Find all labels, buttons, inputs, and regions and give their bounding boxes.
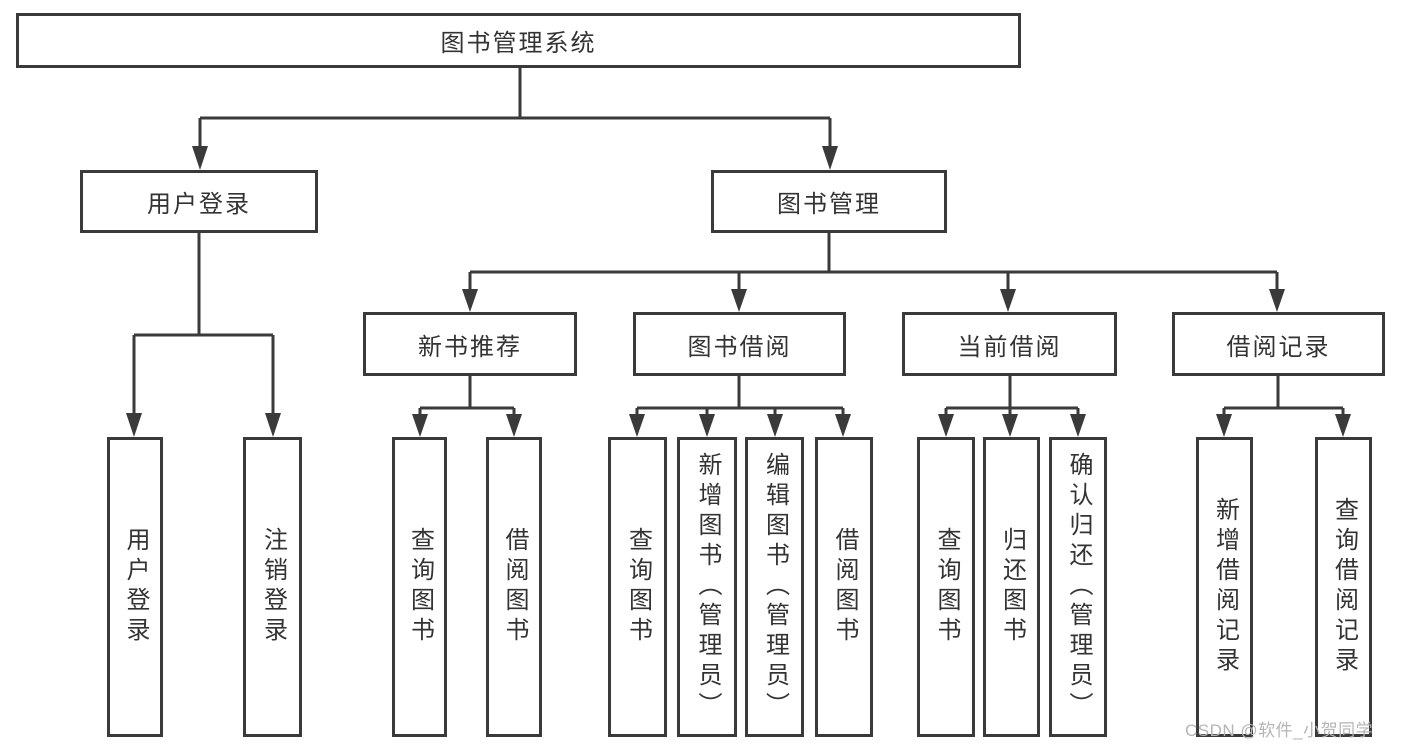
node-new-book-recommend: 新书推荐	[363, 312, 577, 376]
leaf-add-books-admin: 新增图书（管理员）	[677, 437, 737, 737]
csdn-watermark: CSDN @软件_小贺同学	[1185, 721, 1374, 740]
node-borrow-record: 借阅记录	[1172, 312, 1385, 376]
leaf-user-login: 用户登录	[107, 437, 163, 737]
leaf-confirm-return-admin: 确认归还（管理员）	[1049, 437, 1107, 737]
leaf-add-borrow-record: 新增借阅记录	[1196, 437, 1253, 737]
leaf-edit-books-admin: 编辑图书（管理员）	[745, 437, 804, 737]
leaf-borrow-books-recommend: 借阅图书	[486, 437, 542, 737]
leaf-query-borrow-record-label: 查询借阅记录	[1330, 497, 1358, 677]
node-current-borrow: 当前借阅	[902, 312, 1117, 376]
leaf-query-books-recommend-label: 查询图书	[406, 527, 434, 647]
leaf-query-books-current-label: 查询图书	[933, 527, 960, 647]
leaf-edit-books-admin-label: 编辑图书（管理员）	[761, 452, 789, 722]
leaf-query-books-borrow: 查询图书	[608, 437, 667, 737]
leaf-query-books-recommend: 查询图书	[392, 437, 447, 737]
leaf-query-borrow-record: 查询借阅记录	[1315, 437, 1372, 737]
node-user-login-label: 用户登录	[147, 191, 251, 218]
leaf-query-books-current: 查询图书	[917, 437, 975, 737]
leaf-user-login-label: 用户登录	[122, 527, 149, 647]
leaf-confirm-return-admin-label: 确认归还（管理员）	[1065, 452, 1092, 722]
leaf-logout-label: 注销登录	[259, 527, 287, 647]
node-current-borrow-label: 当前借阅	[957, 333, 1062, 361]
node-borrow-record-label: 借阅记录	[1226, 333, 1331, 361]
leaf-return-books: 归还图书	[983, 437, 1040, 737]
leaf-return-books-label: 归还图书	[998, 527, 1026, 647]
leaf-logout: 注销登录	[243, 437, 302, 737]
leaf-borrow-books: 借阅图书	[815, 437, 873, 737]
node-book-management-label: 图书管理	[777, 191, 881, 218]
leaf-add-borrow-record-label: 新增借阅记录	[1211, 497, 1239, 677]
node-new-book-recommend-label: 新书推荐	[418, 333, 522, 361]
leaf-add-books-admin-label: 新增图书（管理员）	[694, 452, 721, 722]
leaf-query-books-borrow-label: 查询图书	[624, 527, 652, 647]
leaf-borrow-books-recommend-label: 借阅图书	[501, 527, 528, 647]
node-user-login: 用户登录	[80, 170, 318, 233]
leaf-borrow-books-label: 借阅图书	[831, 527, 858, 647]
node-root-system: 图书管理系统	[16, 13, 1021, 68]
node-book-borrow-label: 图书借阅	[687, 333, 792, 361]
node-book-management: 图书管理	[711, 170, 947, 233]
node-root-label: 图书管理系统	[440, 30, 597, 57]
node-book-borrow: 图书借阅	[633, 312, 846, 376]
